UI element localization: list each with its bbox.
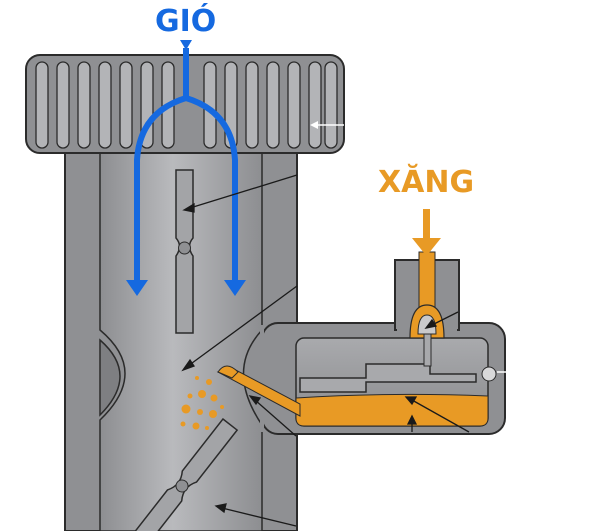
leader-lines [181,174,470,527]
fuel-pool [295,393,489,427]
fuel-system [180,251,489,430]
air-flow [134,48,238,282]
down-arrow-icon [224,280,246,296]
down-arrow-icon [412,238,441,256]
float [299,363,477,393]
venturi-left-bulge [99,338,121,417]
fuel-spray [180,376,224,430]
fuel-input-arrow [412,209,441,256]
air-filter-slots [35,61,338,149]
down-arrow-icon [180,40,192,50]
air-label: GIÓ [155,4,217,39]
choke-valve [175,169,194,334]
throttle-valve [124,417,239,531]
fuel-label: XĂNG [378,165,475,200]
down-arrow-icon [126,280,148,296]
